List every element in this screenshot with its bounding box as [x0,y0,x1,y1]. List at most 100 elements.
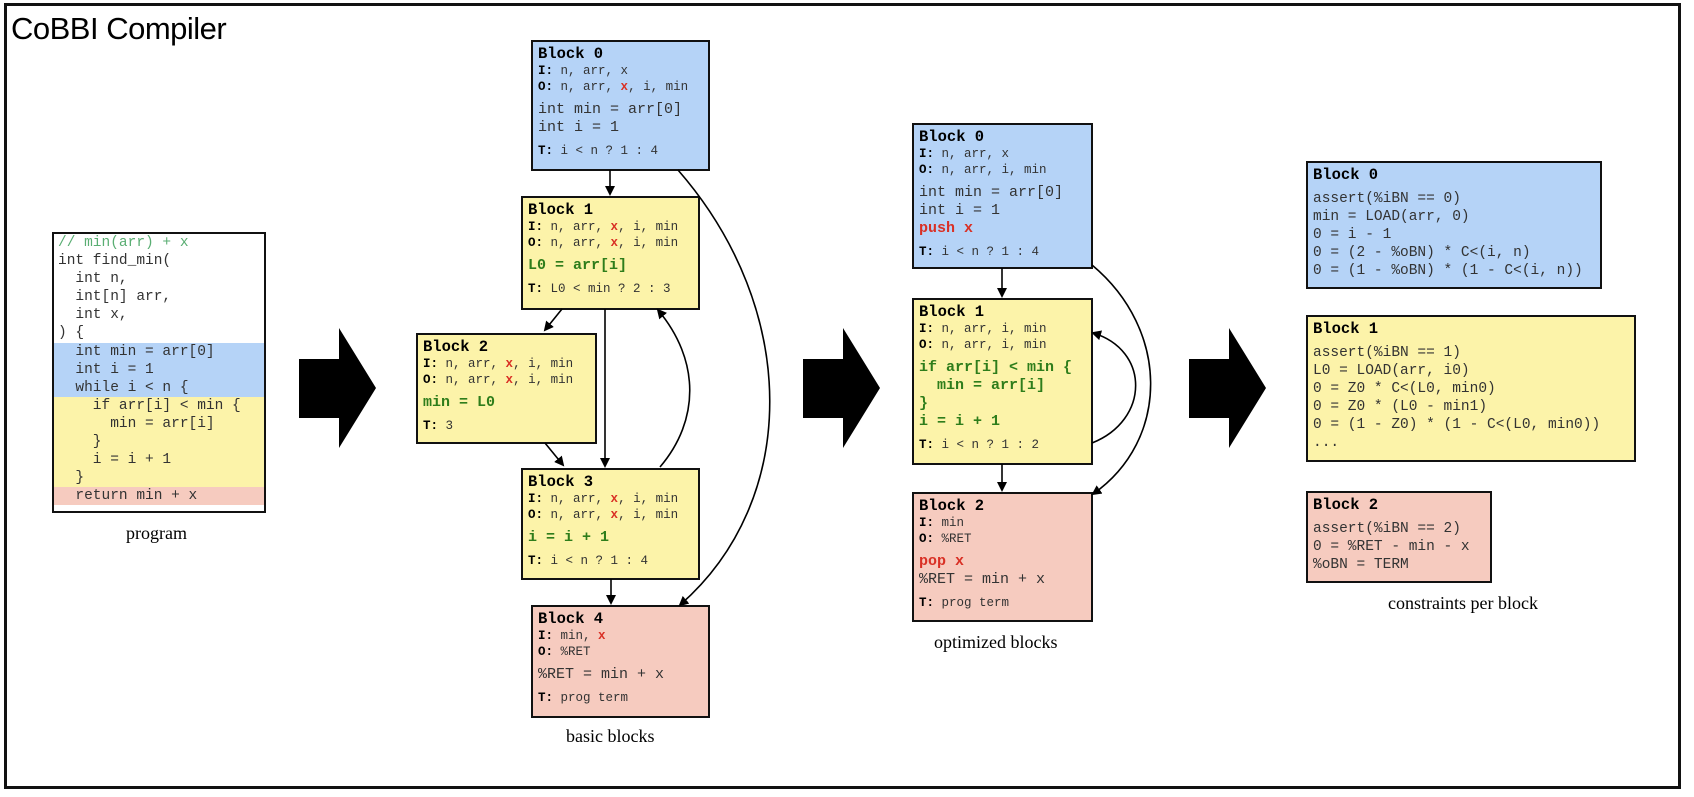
terminator-value: i < n ? 1 : 4 [941,245,1040,259]
outputs-line: O: %RET [919,531,1086,547]
inputs-label: I: [919,147,935,161]
program-line: int min = arr[0] [54,342,264,361]
terminator-label: T: [919,596,935,610]
constraint-line: 0 = i - 1 [1313,227,1392,243]
code-line: i = i + 1 [919,413,1001,430]
outputs-label: O: [919,163,935,177]
program-line: i = i + 1 [54,451,264,470]
removable-var: x [610,508,619,522]
terminator-label: T: [423,419,439,433]
program-line: int find_min( [58,253,172,270]
outputs-label: O: [528,236,544,250]
program-line: return min + x [54,487,264,506]
constraint-line: 0 = Z0 * C<(L0, min0) [1313,381,1496,397]
block-name: Block 1 [528,201,594,219]
var-list: n, arr, [550,492,611,506]
constraint-line: 0 = (1 - %oBN) * (1 - C<(i, n)) [1313,263,1583,279]
code-line: i = i + 1 [528,529,610,546]
inputs-line: I: n, arr, x, i, min [423,356,590,372]
program-line: // min(arr) + x [58,235,189,251]
basic-blocks-caption: basic blocks [566,726,655,746]
terminator-line: T: i < n ? 1 : 4 [919,244,1086,260]
constraint-line: min = LOAD(arr, 0) [1313,209,1470,225]
var-list: n, arr, [445,373,506,387]
block-name: Block 0 [919,128,985,146]
var-list: n, arr, [550,220,611,234]
block-name: Block 0 [538,45,604,63]
block-name: Block 1 [1313,320,1379,338]
program-line: int[n] arr, [58,289,172,306]
var-list: , i, min [513,357,574,371]
removable-var: x [610,236,619,250]
inputs-line: I: n, arr, i, min [919,321,1086,337]
program-line: } [54,469,264,488]
outputs-label: O: [528,508,544,522]
inputs-line: I: n, arr, x, i, min [528,491,693,507]
outputs-line: O: n, arr, x, i, min [528,235,693,251]
terminator-line: T: prog term [538,690,703,706]
program-line: while i < n { [54,378,264,397]
terminator-line: T: i < n ? 1 : 4 [528,553,693,569]
var-list: min, [560,629,599,643]
terminator-value: i < n ? 1 : 2 [941,438,1040,452]
code-line: int i = 1 [919,202,1001,219]
block-name: Block 0 [1313,166,1379,184]
outputs-label: O: [538,645,554,659]
code-line: int min = arr[0] [538,101,683,118]
var-list: , i, min [618,492,679,506]
block-name: Block 2 [919,497,985,515]
removable-var: x [505,357,514,371]
terminator-label: T: [528,554,544,568]
terminator-line: T: L0 < min ? 2 : 3 [528,281,693,297]
var-list: n, arr, x [560,64,629,78]
var-list: , i, min [618,236,679,250]
inputs-label: I: [528,220,544,234]
program-line: if arr[i] < min { [54,396,264,415]
outputs-line: O: n, arr, i, min [919,162,1086,178]
inputs-line: I: min, x [538,628,703,644]
outputs-line: O: n, arr, x, i, min [423,372,590,388]
diagram-title: CoBBI Compiler [11,11,227,46]
constraint-line: 0 = Z0 * (L0 - min1) [1313,399,1488,415]
block-name: Block 2 [1313,496,1379,514]
program-line: int n, [58,271,128,288]
var-list: %RET [560,645,591,659]
inputs-label: I: [919,516,935,530]
terminator-value: prog term [941,596,1010,610]
program-line: } [54,433,264,452]
optimized-blocks-caption: optimized blocks [934,632,1058,652]
terminator-value: i < n ? 1 : 4 [560,144,659,158]
var-list: n, arr, [445,357,506,371]
outputs-line: O: n, arr, x, i, min [528,507,693,523]
inputs-line: I: min [919,515,1086,531]
var-list: , i, min [618,220,679,234]
constraint-line: assert(%iBN == 1) [1313,345,1461,361]
code-line: int min = arr[0] [919,184,1064,201]
constraint-line: 0 = (2 - %oBN) * C<(i, n) [1313,245,1531,261]
inputs-line: I: n, arr, x [919,146,1086,162]
var-list: , i, min [628,80,689,94]
terminator-label: T: [538,144,554,158]
var-list: min [941,516,965,530]
var-list: n, arr, [550,236,611,250]
removable-var: x [620,80,629,94]
removable-var: x [505,373,514,387]
stack-op-line: pop x [919,553,965,570]
outputs-line: O: n, arr, x, i, min [538,79,703,95]
terminator-line: T: 3 [423,418,590,434]
var-list: n, arr, [560,80,621,94]
inputs-line: I: n, arr, x, i, min [528,219,693,235]
block-name: Block 3 [528,473,594,491]
removable-var: x [610,492,619,506]
code-line: int i = 1 [538,119,620,136]
inputs-line: I: n, arr, x [538,63,703,79]
inputs-label: I: [423,357,439,371]
terminator-label: T: [538,691,554,705]
